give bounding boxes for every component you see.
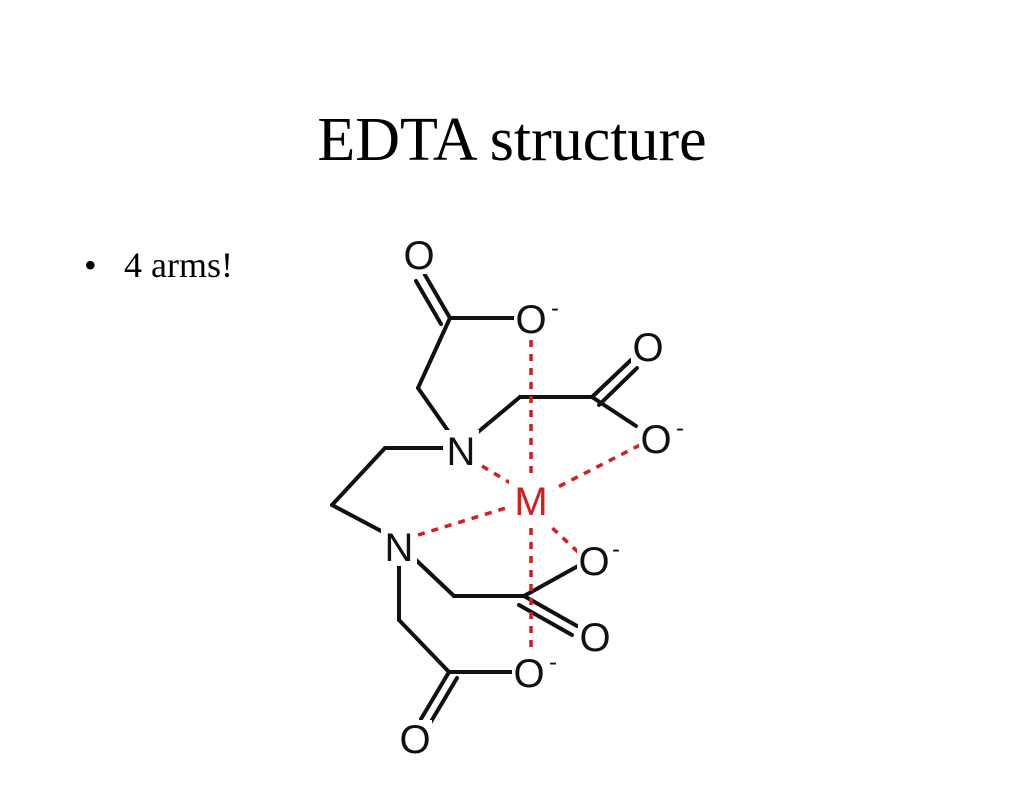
bond-arm4-double-a: [419, 670, 451, 721]
atom-backgrounds: [381, 236, 673, 758]
bond-lines: [330, 273, 639, 727]
bond-arm4-b: [397, 618, 451, 674]
atom-charge-2: -: [676, 415, 684, 442]
bond-arm2-c: [590, 395, 638, 428]
slide-title: EDTA structure: [317, 106, 707, 174]
bond-arm3-double-a: [522, 594, 579, 628]
bond-arm4-double-b: [427, 676, 459, 727]
atom-metal: M: [514, 480, 547, 524]
atom-n-top: N: [447, 430, 476, 474]
coord-n-bottom: [417, 505, 510, 537]
bullet-text: 4 arms!: [124, 245, 233, 285]
bond-arm3-c: [522, 564, 580, 598]
bond-arm3-double-b: [517, 603, 574, 637]
bond-arm2-double-a: [590, 358, 633, 399]
atom-o-carbonyl-1: O: [403, 234, 434, 278]
coord-n-top: [481, 464, 513, 486]
atom-labels: N N M O O - O O - O - O O - O: [385, 234, 684, 762]
atom-o-carbonyl-4: O: [399, 718, 430, 762]
bond-arm1-double-b: [414, 279, 443, 326]
coord-o-anion-2: [551, 443, 641, 492]
atom-charge-1: -: [551, 295, 559, 322]
atom-o-carbonyl-3: O: [579, 616, 610, 660]
bond-arm3-a: [414, 558, 456, 598]
bond-ethylene-3: [330, 503, 385, 534]
bullet-marker: •: [84, 245, 97, 285]
bullet-list: • 4 arms!: [84, 240, 233, 290]
coordination-bonds: [417, 340, 641, 650]
atom-o-anion-4: O: [513, 652, 544, 696]
bullet-item: • 4 arms!: [84, 240, 233, 290]
atom-o-anion-1: O: [515, 298, 546, 342]
atom-o-anion-2: O: [640, 418, 671, 462]
atom-n-bottom: N: [385, 526, 414, 570]
atom-charge-3: -: [612, 536, 620, 563]
atom-o-anion-3: O: [578, 540, 609, 584]
bond-arm1-a: [416, 386, 453, 437]
atom-o-carbonyl-2: O: [632, 326, 663, 370]
bond-arm1-b: [416, 316, 452, 390]
bond-arm2-double-b: [597, 366, 639, 407]
bond-arm2-a: [476, 395, 522, 434]
bond-ethylene-2: [330, 446, 387, 507]
bond-arm1-double-a: [423, 273, 452, 320]
atom-charge-4: -: [549, 649, 557, 676]
coord-o-anion-3: [546, 522, 580, 554]
